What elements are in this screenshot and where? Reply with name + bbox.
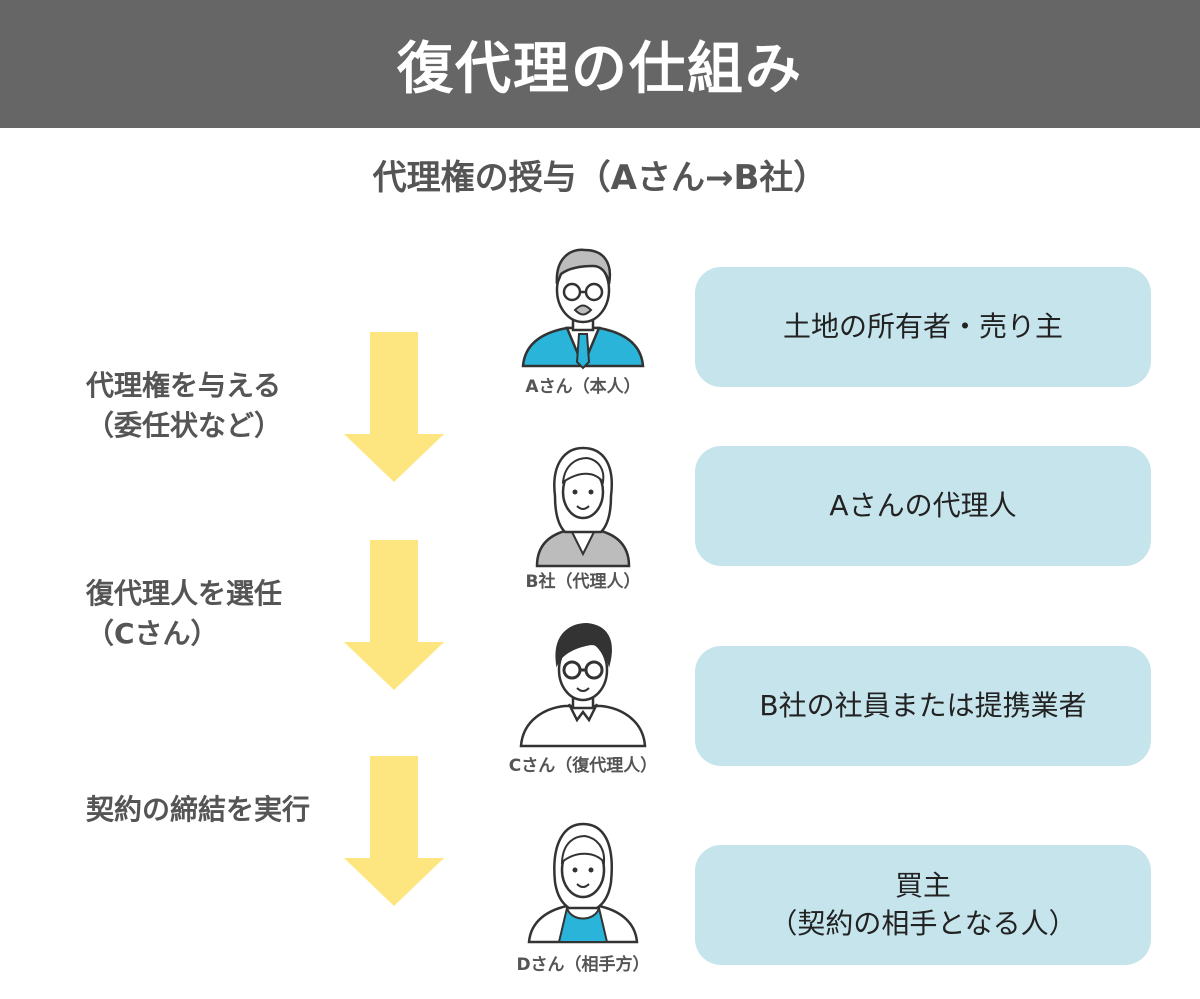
caption-a: Aさん（本人） bbox=[525, 377, 641, 397]
woman-gray-jacket-icon bbox=[535, 446, 631, 568]
down-arrow-icon bbox=[344, 332, 444, 482]
down-arrow-icon bbox=[344, 540, 444, 690]
step-label-1-line1: 代理権を与える bbox=[86, 369, 282, 402]
role-b-label: Aさんの代理人 bbox=[829, 489, 1017, 522]
woman-blue-top-icon bbox=[527, 822, 639, 944]
role-d-sublabel: （契約の相手となる人） bbox=[769, 907, 1077, 940]
page-title: 復代理の仕組み bbox=[397, 36, 803, 102]
role-a-label: 土地の所有者・売り主 bbox=[782, 310, 1063, 343]
step-label-1-line2: （委任状など） bbox=[86, 409, 283, 442]
role-box-b: Aさんの代理人 bbox=[695, 446, 1151, 566]
header-banner: 復代理の仕組み bbox=[0, 0, 1200, 128]
caption-d: Dさん（相手方） bbox=[516, 955, 650, 975]
step-label-1: 代理権を与える （委任状など） bbox=[86, 366, 282, 446]
role-d-label: 買主 bbox=[894, 869, 951, 902]
elderly-man-suit-icon bbox=[521, 248, 645, 370]
down-arrow-icon bbox=[344, 756, 444, 906]
step-label-2-line2: （Cさん） bbox=[86, 617, 219, 650]
step-label-2-line1: 復代理人を選任 bbox=[86, 577, 283, 610]
role-box-a: 土地の所有者・売り主 bbox=[695, 267, 1151, 387]
subtitle: 代理権の授与（Aさん→B社） bbox=[372, 158, 828, 198]
caption-c: Cさん（復代理人） bbox=[508, 756, 658, 776]
man-glasses-icon bbox=[519, 622, 647, 748]
role-box-d: 買主 （契約の相手となる人） bbox=[695, 845, 1151, 965]
step-label-3-line1: 契約の締結を実行 bbox=[86, 793, 311, 826]
role-box-c: B社の社員または提携業者 bbox=[695, 646, 1151, 766]
caption-b: B社（代理人） bbox=[525, 572, 641, 592]
step-label-3: 契約の締結を実行 bbox=[86, 790, 310, 830]
step-label-2: 復代理人を選任 （Cさん） bbox=[86, 574, 282, 654]
role-c-label: B社の社員または提携業者 bbox=[759, 689, 1087, 722]
